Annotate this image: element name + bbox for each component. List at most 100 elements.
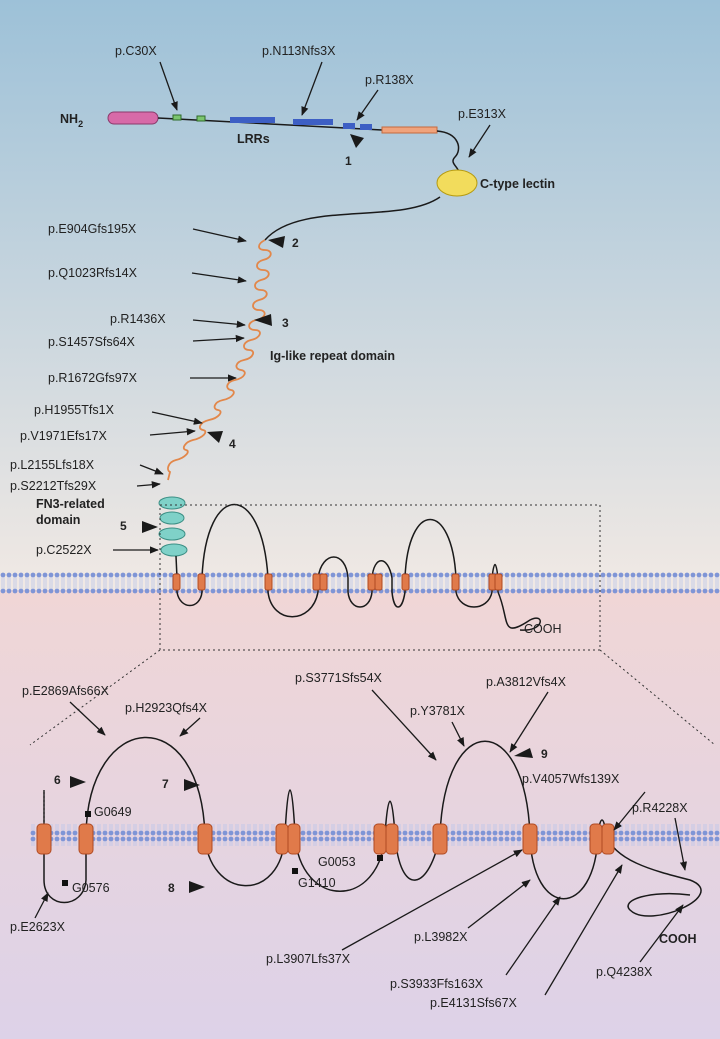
tm-helices-small (172, 573, 503, 591)
lrr-block-1 (172, 114, 182, 121)
marker-6 (70, 776, 86, 788)
mut-s2212tfs29x: p.S2212Tfs29X (10, 479, 97, 493)
mut-h2923qfs4x: p.H2923Qfs4X (125, 701, 208, 715)
arrow-r1436x (192, 319, 246, 328)
fn3-domain-1 (158, 496, 186, 510)
lrr-block-5 (343, 123, 355, 129)
arrow-l3982x (467, 879, 531, 929)
mut-s3771sfs54x: p.S3771Sfs54X (295, 671, 383, 685)
mut-r4228x: p.R4228X (632, 801, 688, 815)
tm-helices-detailed (36, 823, 615, 855)
mut-r1436x: p.R1436X (110, 312, 166, 326)
arrow-l2155lfs18x (139, 464, 164, 475)
zoom-line-left (29, 649, 161, 746)
site-g0576-marker (62, 880, 68, 886)
mut-c2522x: p.C2522X (36, 543, 92, 557)
mut-c30x: p.C30X (115, 44, 157, 58)
marker-3 (254, 314, 272, 326)
mut-v4057wfs139x: p.V4057Wfs139X (522, 772, 620, 786)
lrr-block-3 (230, 117, 275, 123)
arrow-h1955tfs1x (151, 411, 203, 425)
c-type-lectin-label: C-type lectin (480, 177, 555, 191)
mut-y3781x: p.Y3781X (410, 704, 466, 718)
site-g0649-marker (85, 811, 91, 817)
nh2-label: NH2 (60, 112, 83, 129)
site-g0649: G0649 (94, 805, 132, 819)
lectin-loop (436, 130, 460, 176)
mut-e2623x: p.E2623X (10, 920, 66, 934)
mut-h1955tfs1x: p.H1955Tfs1X (34, 403, 115, 417)
fn3-label-line2: domain (36, 513, 80, 527)
arrow-v4057wfs139x (613, 791, 646, 831)
mut-s1457sfs64x: p.S1457Sfs64X (48, 335, 136, 349)
site-g0053-marker (377, 855, 383, 861)
mut-e2869afs66x: p.E2869Afs66X (22, 684, 110, 698)
num-4: 4 (229, 437, 236, 451)
marker-2 (268, 236, 285, 248)
top-background (0, 0, 720, 590)
fn3-domain-2 (159, 511, 185, 525)
mut-n113nfs3x: p.N113Nfs3X (262, 44, 336, 58)
arrow-e4131sfs67x (544, 864, 623, 996)
fn3-label-line1: FN3-related (36, 497, 105, 511)
tm-topology-small (175, 503, 541, 631)
mut-l3982x: p.L3982X (414, 930, 468, 944)
lrr-block-4 (293, 119, 333, 125)
site-g1410-marker (292, 868, 298, 874)
num-6: 6 (54, 773, 61, 787)
fn3-domain-4 (160, 543, 188, 557)
mut-v1971efs17x: p.V1971Efs17X (20, 429, 108, 443)
site-g0053: G0053 (318, 855, 356, 869)
marker-4 (207, 431, 223, 443)
marker-5 (142, 521, 158, 533)
lectin-to-ig-chain (264, 196, 441, 241)
num-2: 2 (292, 236, 299, 250)
arrow-e2623x (34, 892, 49, 919)
arrow-s2212tfs29x (136, 481, 161, 489)
arrow-q4238x (639, 904, 684, 963)
bottom-background (0, 590, 720, 1039)
num-9: 9 (541, 747, 548, 761)
mut-e904gfs195x: p.E904Gfs195X (48, 222, 137, 236)
marker-8 (189, 881, 205, 893)
marker-1 (350, 134, 364, 148)
num-5: 5 (120, 519, 127, 533)
lrr-block-2 (196, 115, 206, 122)
linker-block (381, 126, 438, 134)
arrow-e2869afs66x (69, 701, 106, 736)
mut-a3812vfs4x: p.A3812Vfs4X (486, 675, 567, 689)
arrow-r138x (356, 89, 379, 121)
top-cooh-label: COOH (524, 622, 562, 636)
arrow-n113nfs3x (301, 61, 323, 116)
arrow-y3781x (451, 721, 465, 747)
mut-q4238x: p.Q4238X (596, 965, 653, 979)
arrow-s3933ffs163x (505, 896, 561, 976)
arrow-q1023rfs14x (191, 272, 247, 284)
mut-r138x: p.R138X (365, 73, 414, 87)
arrow-e313x (468, 124, 491, 158)
arrow-v1971efs17x (149, 428, 196, 436)
fn3-domain-3 (158, 527, 186, 541)
num-1: 1 (345, 154, 352, 168)
arrow-a3812vfs4x (509, 691, 549, 753)
marker-7 (184, 779, 200, 791)
zoom-box (159, 504, 601, 651)
arrow-s3771sfs54x (371, 689, 437, 761)
marker-9 (514, 748, 533, 758)
num-8: 8 (168, 881, 175, 895)
arrow-l3907lfs37x (341, 849, 523, 951)
mut-s3933ffs163x: p.S3933Ffs163X (390, 977, 484, 991)
ig-domain-label: Ig-like repeat domain (270, 349, 395, 363)
mut-l2155lfs18x: p.L2155Lfs18X (10, 458, 95, 472)
mut-e313x: p.E313X (458, 107, 507, 121)
membrane-upper (0, 572, 720, 594)
site-g1410: G1410 (298, 876, 336, 890)
ig-like-repeat-coils (167, 239, 272, 481)
arrow-h2923qfs4x (179, 717, 201, 737)
arrow-r4228x (674, 817, 688, 871)
num-7: 7 (162, 777, 169, 791)
site-g0576: G0576 (72, 881, 110, 895)
bottom-cooh-label: COOH (659, 932, 697, 946)
